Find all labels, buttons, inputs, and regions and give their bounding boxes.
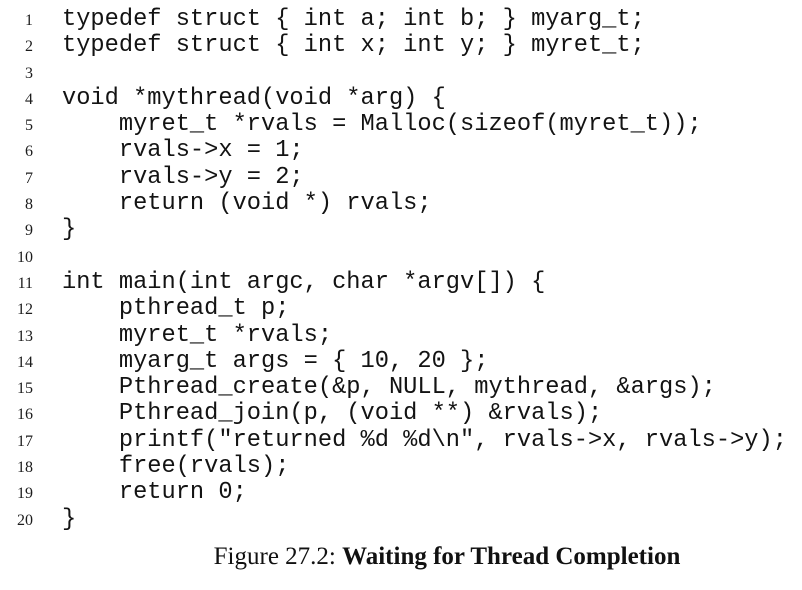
code-line: 9} [0,217,787,243]
line-number: 7 [25,169,33,187]
line-number: 19 [17,485,33,503]
code-text: myret_t *rvals = Malloc(sizeof(myret_t))… [62,111,702,139]
line-number: 8 [25,196,33,214]
line-number: 12 [17,301,33,319]
figure-caption-title: Waiting for Thread Completion [342,543,681,570]
code-text: free(rvals); [62,453,290,481]
code-line: 5 myret_t *rvals = Malloc(sizeof(myret_t… [0,112,787,138]
code-text: Pthread_create(&p, NULL, mythread, &args… [62,374,716,402]
code-text [33,243,62,270]
code-text: typedef struct { int a; int b; } myarg_t… [62,6,645,33]
line-number: 4 [25,90,33,108]
line-number: 2 [25,38,33,56]
figure-caption-label: Figure 27.2: [213,543,343,570]
code-listing: 1 typedef struct { int a; int b; } myarg_… [0,6,787,533]
code-text: return (void *) rvals; [62,190,432,218]
line-number: 14 [17,353,33,371]
code-text: typedef struct { int x; int y; } myret_t… [62,32,645,60]
code-line: 14 myarg_t args = { 10, 20 }; [0,347,787,375]
code-line: 20} [0,505,787,533]
code-line: 10 [0,244,787,270]
line-number: 3 [25,64,33,82]
code-text: } [62,216,77,244]
code-text: void *mythread(void *arg) { [62,84,446,112]
code-text: pthread_t p; [62,295,290,323]
code-line: 2 typedef struct { int x; int y; } myret_… [0,33,787,59]
code-text: rvals->x = 1; [62,137,304,165]
line-number: 11 [17,274,33,292]
code-line: 6 rvals->x = 1; [0,138,787,164]
code-text: myret_t *rvals; [62,321,333,349]
code-line: 11 int main(int argc, char *argv[]) { [0,268,787,296]
line-number: 10 [17,248,33,266]
code-line: 4 void *mythread(void *arg) { [0,84,787,112]
code-text: return 0; [62,479,247,507]
code-line: 15 Pthread_create(&p, NULL, mythread, &a… [0,375,787,401]
code-line: 16 Pthread_join(p, (void **) &rvals); [0,401,787,427]
line-number: 9 [25,222,33,240]
code-text: printf("returned %d %d\n", rvals->x, rva… [62,426,787,454]
line-number: 5 [25,117,33,135]
line-number: 16 [17,406,33,424]
code-line: 8 return (void *) rvals; [0,190,787,218]
code-line: 13 myret_t *rvals; [0,321,787,349]
code-line: 7 rvals->y = 2; [0,163,787,191]
figure-caption: Figure 27.2: Waiting for Thread Completi… [0,543,802,571]
code-text: int main(int argc, char *argv[]) { [62,268,546,296]
code-text [33,59,62,86]
code-text: } [62,505,77,533]
line-number: 17 [17,432,33,450]
code-text: Pthread_join(p, (void **) &rvals); [62,400,603,428]
code-line: 17 printf("returned %d %d\n", rvals->x, … [0,426,787,454]
line-number: 15 [17,380,33,398]
code-line: 19 return 0; [0,480,787,506]
line-number: 18 [17,459,33,477]
line-number: 20 [17,511,33,529]
code-line: 12 pthread_t p; [0,296,787,322]
line-number: 13 [17,327,33,345]
code-line: 3 [0,60,787,86]
line-number: 1 [25,12,33,29]
line-number: 6 [25,143,33,161]
code-text: rvals->y = 2; [62,163,304,191]
code-line: 18 free(rvals); [0,453,787,481]
code-line: 1 typedef struct { int a; int b; } myarg_… [0,6,787,33]
code-text: myarg_t args = { 10, 20 }; [62,347,489,375]
